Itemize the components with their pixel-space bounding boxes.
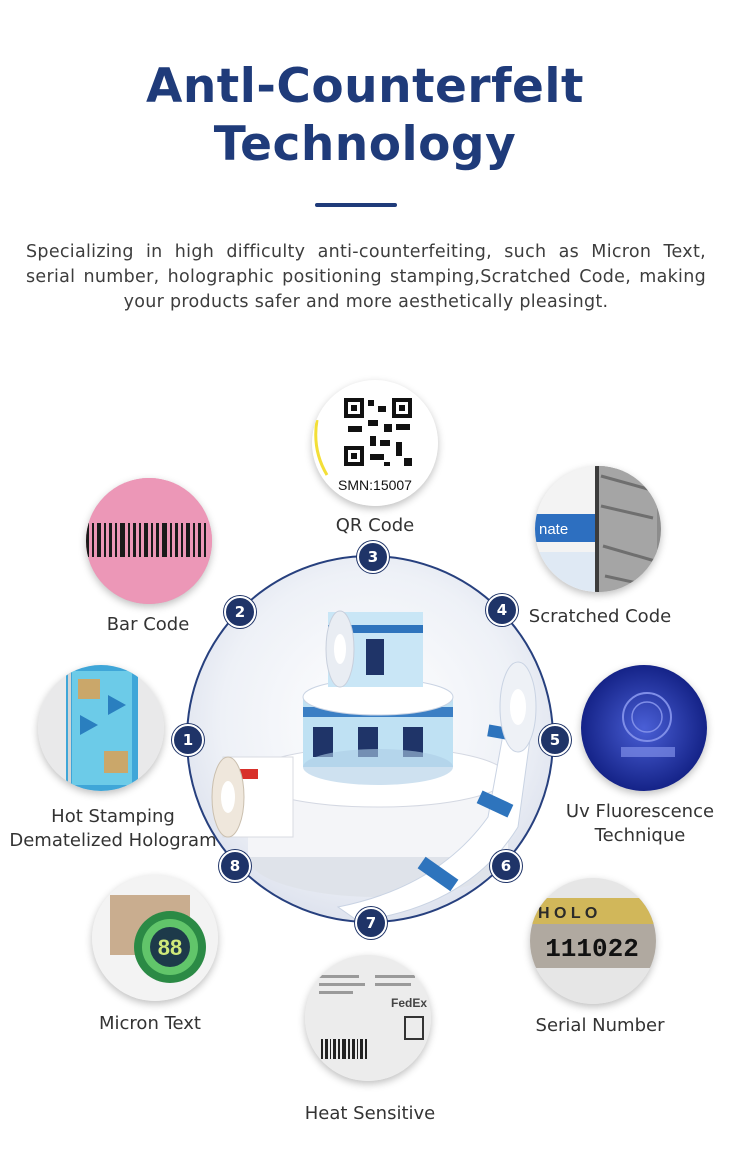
hologram-icon (38, 665, 164, 791)
hot-stamping-line-1: Hot Stamping (51, 806, 175, 827)
description: Specializing in high difficulty anti-cou… (26, 242, 706, 312)
heat-sensitive-image: FedEx (305, 955, 431, 1081)
feature-badge-5: 5 (539, 724, 571, 756)
uv-fluorescence-image (581, 665, 707, 791)
scratched-code-image: nate (535, 466, 661, 592)
micron-text-image: 88 (92, 875, 218, 1001)
feature-badge-1: 1 (172, 724, 204, 756)
micron-number-text: 88 (158, 935, 182, 960)
feature-label-serial-number: Serial Number (535, 1015, 665, 1036)
serial-digits-text: 111022 (545, 934, 639, 964)
scratch-code-icon: nate (535, 466, 661, 592)
hot-stamping-line-2: Dematelized Hologram (9, 830, 217, 851)
title-divider (315, 203, 397, 207)
carrier-text: FedEx (391, 996, 427, 1010)
title-line-1: Antl-Counterfelt (145, 59, 585, 114)
label-rolls-image (211, 610, 537, 921)
feature-label-bar-code: Bar Code (106, 614, 190, 635)
svg-text:H O L O: H O L O (538, 905, 597, 922)
uv-icon (581, 665, 707, 791)
qr-serial-text: SMN:15007 (338, 477, 412, 493)
feature-badge-7: 7 (355, 907, 387, 939)
uv-line-2: Technique (594, 825, 686, 846)
serial-number-icon: H O L O 111022 (530, 878, 656, 1004)
heat-label-icon: FedEx (305, 955, 431, 1081)
feature-label-hot-stamping: Hot Stamping Dematelized Hologram (8, 805, 218, 853)
title-line-2: Technology (213, 117, 517, 172)
hot-stamping-image (38, 665, 164, 791)
feature-label-uv-fluorescence: Uv Fluorescence Technique (560, 800, 720, 848)
scratch-label-text: nate (539, 521, 568, 538)
uv-line-1: Uv Fluorescence (565, 801, 715, 822)
feature-badge-3: 3 (357, 541, 389, 573)
micron-text-icon: 88 (92, 875, 218, 1001)
feature-badge-8: 8 (219, 850, 251, 882)
feature-label-micron-text: Micron Text (99, 1013, 201, 1034)
feature-badge-2: 2 (224, 596, 256, 628)
feature-badge-4: 4 (486, 594, 518, 626)
feature-label-qr-code: QR Code (335, 515, 415, 536)
feature-label-scratched-code: Scratched Code (528, 606, 672, 627)
page-title: Antl-Counterfelt Technology (0, 58, 730, 174)
bar-code-image (86, 478, 212, 604)
qr-code-icon: SMN:15007 (312, 380, 438, 506)
qr-code-image: SMN:15007 (312, 380, 438, 506)
feature-badge-6: 6 (490, 850, 522, 882)
serial-number-image: H O L O 111022 (530, 878, 656, 1004)
barcode-icon (86, 478, 212, 604)
feature-label-heat-sensitive: Heat Sensitive (304, 1103, 436, 1124)
